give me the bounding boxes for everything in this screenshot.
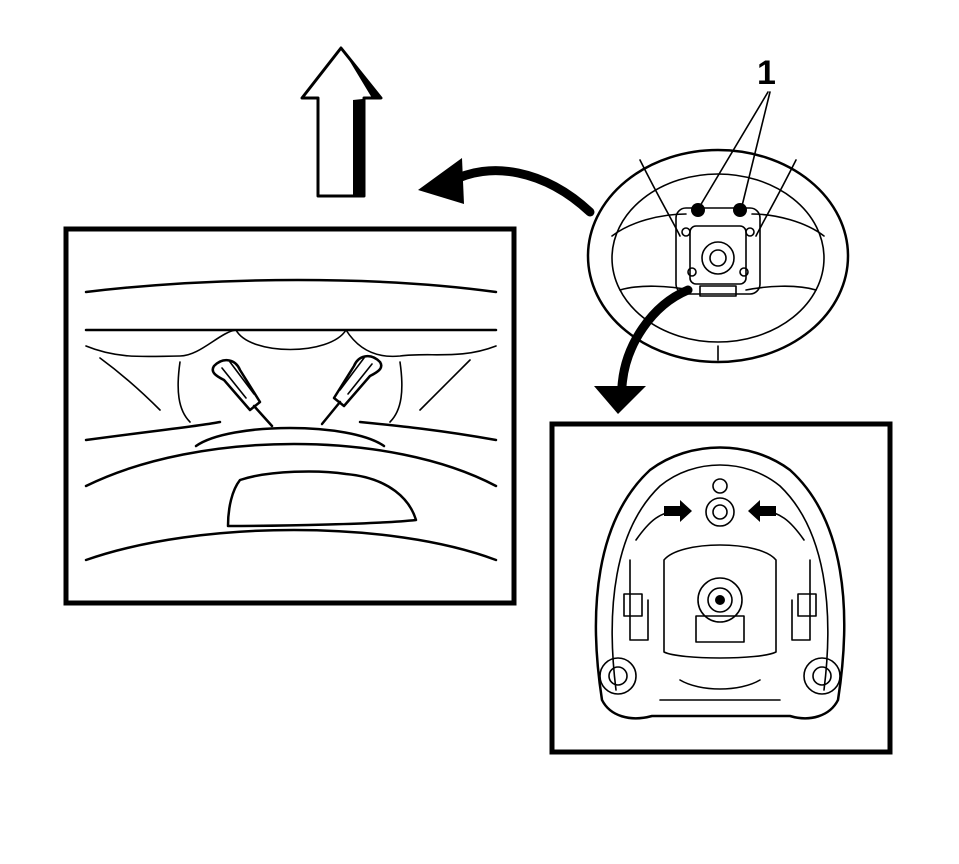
steering-wheel-overview [586,148,850,364]
right-detail-view [549,421,893,755]
release-arrow-left [664,500,692,522]
left-detail-view [63,226,517,606]
callout-1-leaders [699,91,771,207]
screwdriver-right [320,354,383,426]
curved-arrow-to-right-detail [594,285,693,414]
lift-up-arrow [300,46,383,198]
screwdriver-left [211,358,274,428]
release-arrow-right [748,500,776,522]
callout-1-label: 1 [757,54,776,92]
curved-arrow-to-left-detail [418,158,595,217]
